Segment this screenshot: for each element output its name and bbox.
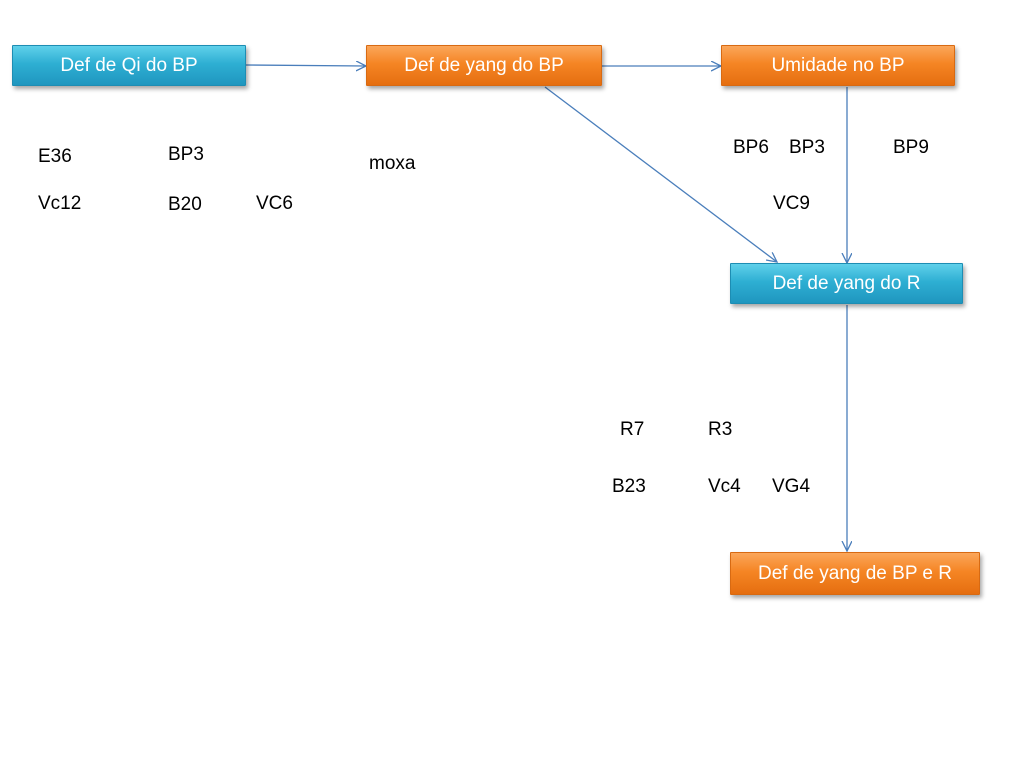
node-def-yang-r: Def de yang do R	[730, 263, 963, 304]
node-def-qi-bp-label: Def de Qi do BP	[60, 54, 198, 76]
point-label: VC9	[773, 193, 810, 214]
point-label: Vc12	[38, 193, 82, 214]
point-label: B20	[168, 194, 202, 215]
point-label: Vc4	[708, 476, 741, 497]
node-def-qi-bp: Def de Qi do BP	[12, 45, 246, 86]
node-umidade-bp: Umidade no BP	[721, 45, 955, 86]
point-label: BP6	[733, 137, 769, 158]
node-def-yang-bp-r: Def de yang de BP e R	[730, 552, 980, 595]
node-def-yang-bp-label: Def de yang do BP	[404, 54, 564, 76]
point-label: R7	[620, 419, 645, 440]
point-label: BP9	[893, 137, 929, 158]
point-label: VC6	[256, 193, 293, 214]
point-label: moxa	[369, 153, 416, 174]
node-umidade-bp-label: Umidade no BP	[771, 54, 905, 76]
node-def-yang-bp-r-label: Def de yang de BP e R	[758, 562, 952, 584]
point-label: BP3	[168, 144, 204, 165]
point-label: R3	[708, 419, 733, 440]
point-label: E36	[38, 146, 72, 167]
arrow-qi-bp-to-yang-bp	[245, 65, 366, 66]
node-def-yang-r-label: Def de yang do R	[772, 272, 921, 294]
point-label: B23	[612, 476, 646, 497]
node-def-yang-bp: Def de yang do BP	[366, 45, 602, 86]
point-label: BP3	[789, 137, 825, 158]
point-label: VG4	[772, 476, 811, 497]
arrow-yang-bp-to-yang-r	[544, 86, 777, 262]
